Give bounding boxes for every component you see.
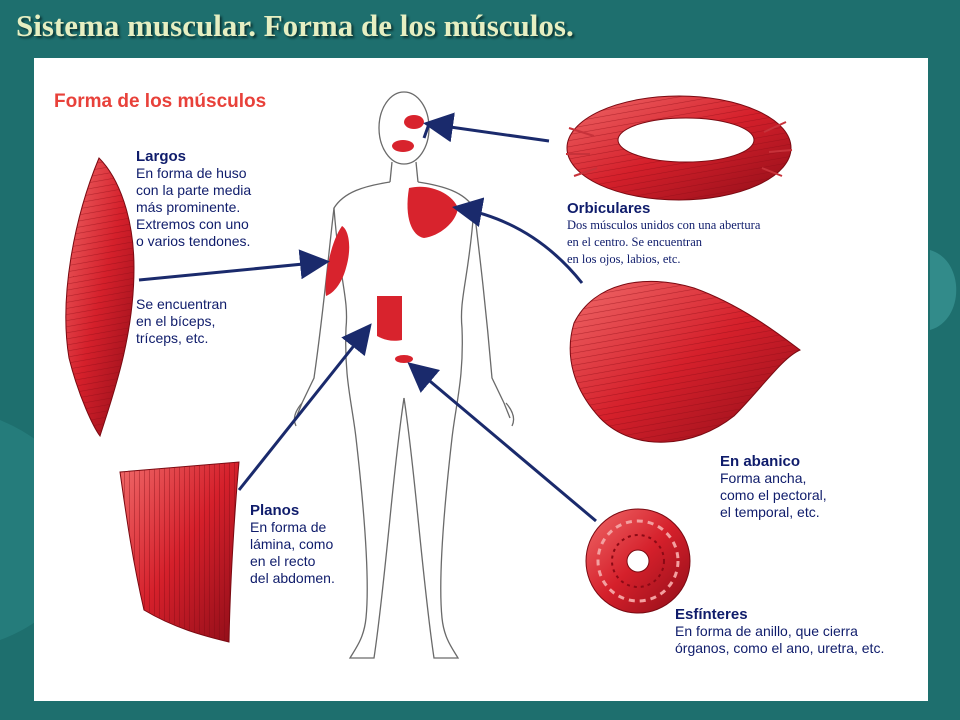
planos-line-1: En forma de (250, 519, 327, 535)
largos-title: Largos (136, 148, 187, 165)
largos-line-4: Extremos con uno (136, 216, 249, 232)
planos-title: Planos (250, 502, 300, 519)
planos-line-3: en el recto (250, 553, 316, 569)
abanico-title: En abanico (720, 453, 801, 470)
label-esfinteres: Esfínteres En forma de anillo, que cierr… (675, 606, 884, 657)
planos-line-4: del abdomen. (250, 570, 335, 586)
label-abanico: En abanico Forma ancha, como el pectoral… (720, 453, 827, 521)
planos-line-2: lámina, como (250, 536, 334, 552)
slide-title: Sistema muscular. Forma de los músculos. (16, 8, 574, 43)
largos-line-2: con la parte media (136, 182, 252, 198)
abanico-line-1: Forma ancha, (720, 470, 807, 486)
pointer-arrows (138, 112, 597, 523)
sphincter-muscle-illustration (585, 508, 691, 614)
muscle-diagram-art (65, 91, 801, 659)
label-largos: Largos En forma de huso con la parte med… (136, 148, 251, 250)
label-orbiculares: Orbiculares Dos músculos unidos con una … (567, 200, 760, 268)
largos-line-1: En forma de huso (136, 165, 247, 181)
diagram-panel: Forma de los músculos Largos En forma de… (34, 58, 928, 701)
diagram-heading: Forma de los músculos (54, 91, 267, 112)
label-largos-location: Se encuentran en el bíceps, tríceps, etc… (136, 296, 227, 347)
flat-muscle-illustration (119, 461, 240, 643)
orbiculares-line-3: en los ojos, labios, etc. (567, 252, 681, 266)
largos-location-line-3: tríceps, etc. (136, 330, 209, 346)
largos-location-line-1: Se encuentran (136, 296, 228, 312)
fan-muscle-illustration (569, 280, 801, 443)
orbiculares-line-2: en el centro. Se encuentran (567, 235, 703, 249)
orbiculares-title: Orbiculares (567, 200, 651, 217)
esfinteres-line-2: órganos, como el ano, uretra, etc. (675, 640, 885, 656)
long-muscle-illustration (65, 157, 135, 438)
largos-location-line-2: en el bíceps, (136, 313, 216, 329)
orbiculares-line-1: Dos músculos unidos con una abertura (567, 218, 761, 232)
label-planos: Planos En forma de lámina, como en el re… (250, 502, 335, 587)
abanico-line-3: el temporal, etc. (720, 504, 820, 520)
largos-line-5: o varios tendones. (136, 233, 251, 249)
largos-line-3: más prominente. (136, 199, 241, 215)
esfinteres-title: Esfínteres (675, 606, 748, 623)
abanico-line-2: como el pectoral, (720, 487, 827, 503)
esfinteres-line-1: En forma de anillo, que cierra (675, 623, 858, 639)
body-muscle-highlights (325, 115, 458, 363)
orbicular-muscle-illustration (566, 95, 793, 201)
